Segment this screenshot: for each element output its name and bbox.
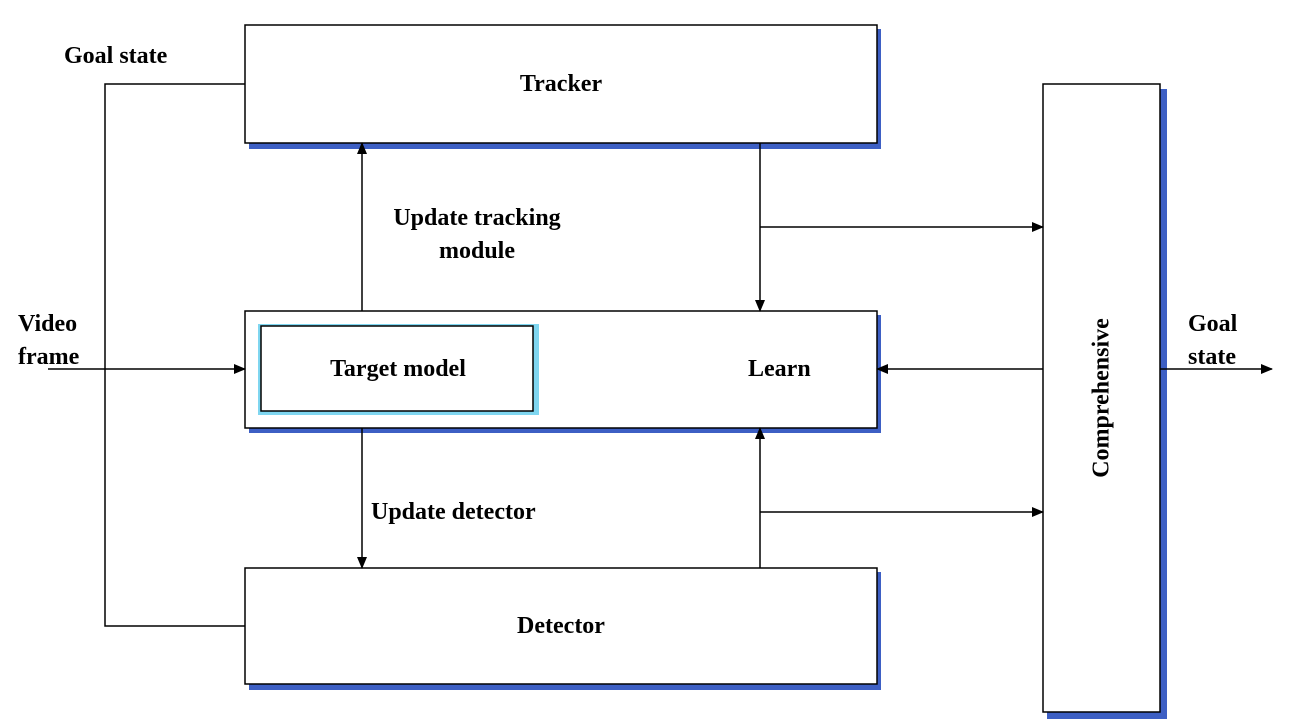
tracker-box	[244, 24, 881, 149]
comprehensive-label: Comprehensive	[1088, 318, 1115, 478]
target-model-label: Target model	[330, 356, 466, 382]
comprehensive-box	[1042, 83, 1167, 719]
learn-label: Learn	[748, 356, 811, 382]
update-detector-label: Update detector	[371, 499, 536, 525]
update-tracking-label-line1: Update tracking	[393, 205, 561, 231]
target-model-box	[258, 324, 539, 415]
update-tracking-label-line2: module	[438, 238, 515, 264]
goal-state-right-label-line2: state	[1188, 344, 1236, 370]
detector-label: Detector	[517, 613, 605, 639]
video-frame-label-line1: Video	[18, 311, 78, 337]
tracker-label: Tracker	[519, 71, 603, 97]
goal-state-right-label-line1: Goal	[1188, 311, 1238, 337]
goal-state-loop-line	[104, 83, 245, 627]
video-frame-label-line2: frame	[18, 344, 80, 370]
detector-box	[244, 567, 881, 690]
goal-state-top-label: Goal state	[64, 43, 168, 69]
